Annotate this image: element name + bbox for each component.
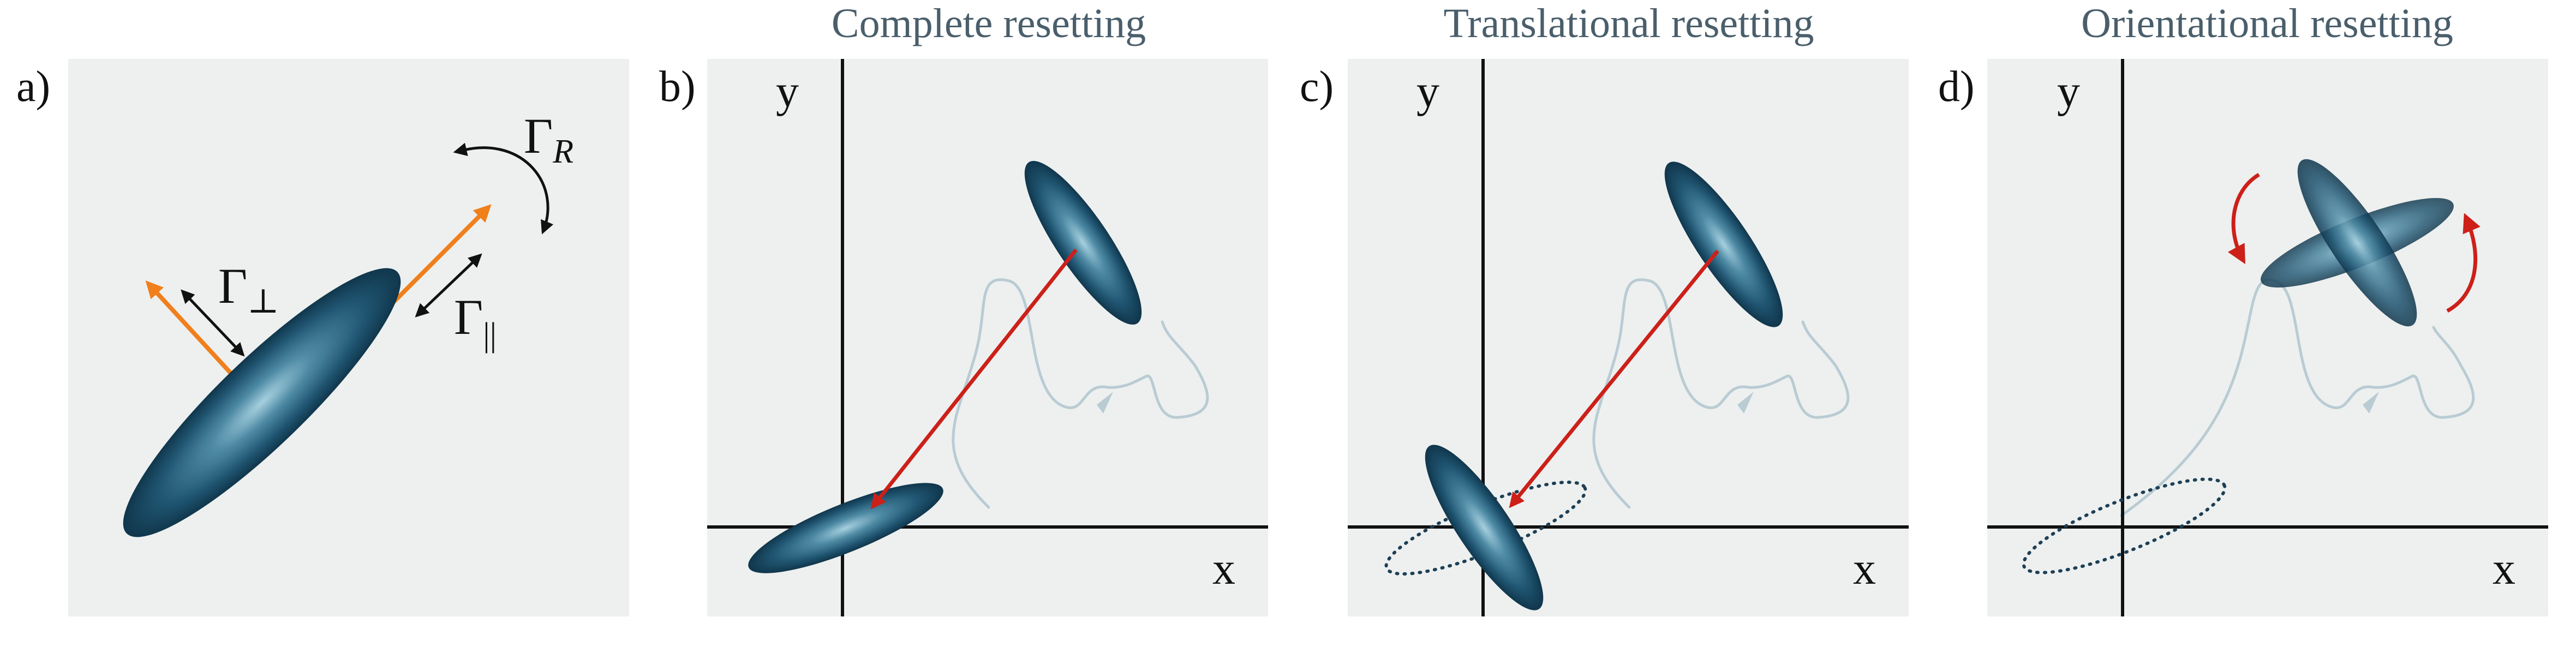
trajectory-trail [1592,278,1850,509]
panel-a-letter: a) [16,63,50,111]
reset-arrow [870,248,1078,510]
particle-before-reset [2297,159,2417,327]
particle-at-origin [1425,445,1544,610]
panel-d-background [1987,59,2548,616]
particle-before-reset [1664,161,1783,327]
gamma-perp-label: Γ⊥ [218,258,279,320]
panel-a: a) ΓR Γ⊥ Γ|| [16,59,629,616]
gamma-parallel-label: Γ|| [454,289,497,354]
reset-arrow [1509,249,1719,508]
panel-c-title: Translational resetting [1444,1,1814,46]
gamma-r-label: ΓR [524,108,573,170]
elongated-particle [123,268,401,537]
rotation-arrow-left [2227,173,2260,265]
parallel-diffusion-arrow [415,253,482,317]
y-axis-label: y [776,66,799,117]
perpendicular-diffusion-arrow [181,289,245,357]
trail-direction-arrow [1737,392,1754,414]
panel-c-background [1348,59,1909,616]
ghost-target-orientation [2022,477,2227,574]
y-axis-label: y [1416,66,1439,117]
panel-c-letter: c) [1300,63,1334,111]
trail-direction-arrow [2363,392,2379,414]
panel-b-title: Complete resetting [832,1,1146,46]
panel-d: d) Orientational resetting y x [1938,1,2548,616]
panel-d-letter: d) [1938,63,1975,111]
trail-direction-arrow [1097,392,1113,414]
x-axis-label: x [1212,543,1235,594]
rotation-arrow-right [2446,213,2481,313]
particle-before-reset [1024,161,1142,325]
panel-b: b) Complete resetting y x [659,1,1268,616]
y-axis-label: y [2057,66,2080,117]
panel-d-title: Orientational resetting [2081,1,2453,46]
panel-b-letter: b) [659,63,696,111]
particle-at-origin [748,483,943,573]
panel-c: c) Translational resetting y x [1300,1,1909,616]
rotational-diffusion-arrow [453,142,554,235]
x-axis-label: x [1853,543,1876,594]
x-axis-label: x [2493,543,2515,594]
trajectory-trail [952,278,1209,509]
trajectory-trail [2120,278,2475,517]
